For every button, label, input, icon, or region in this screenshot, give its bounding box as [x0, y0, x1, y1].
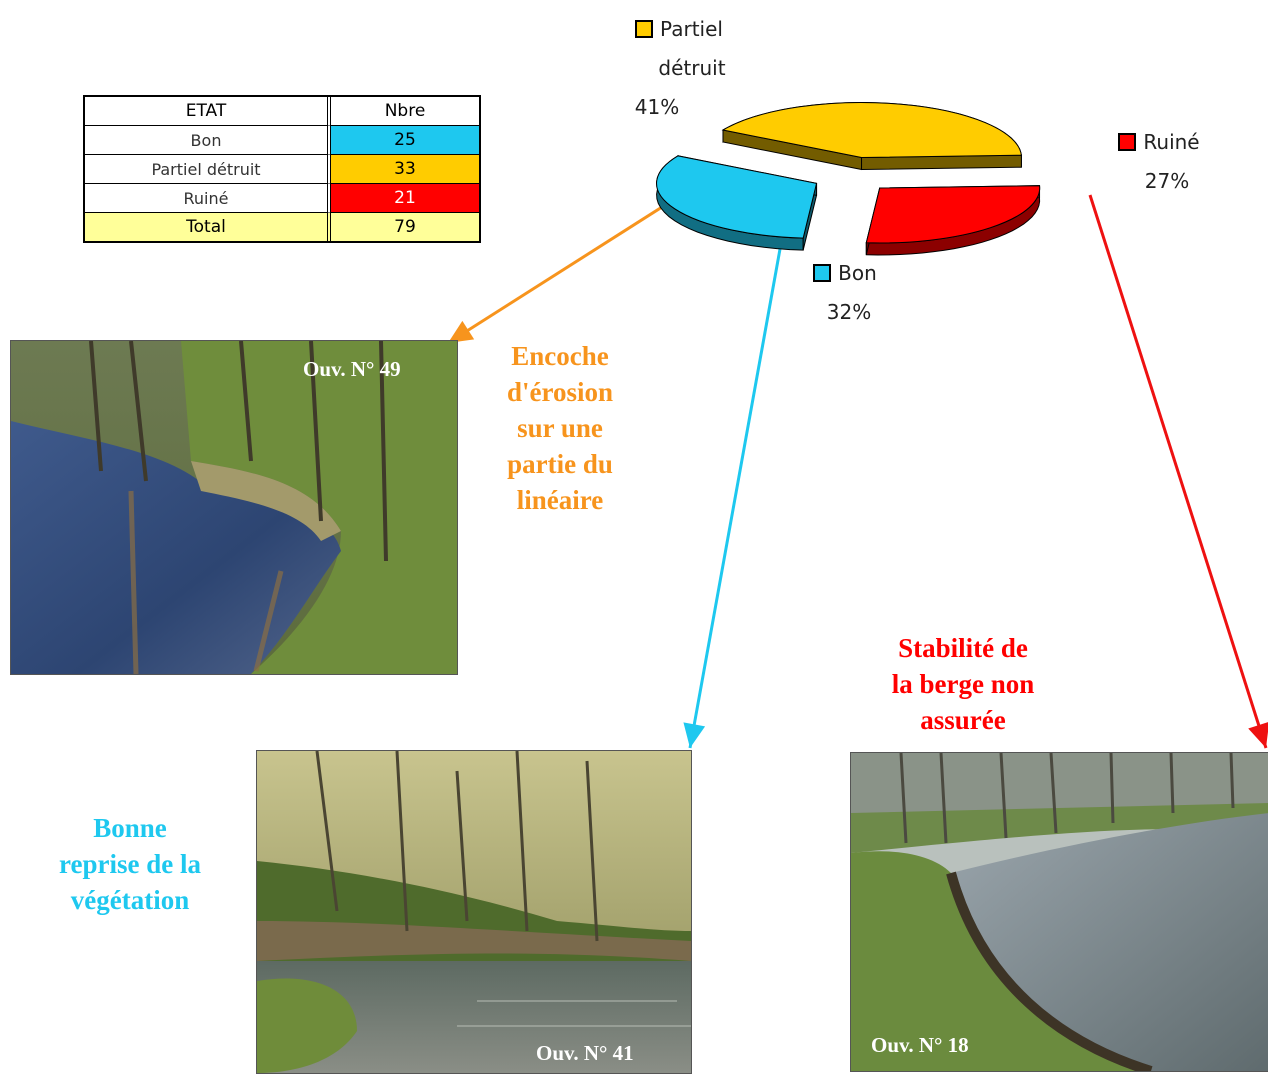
photo-ref-41: Ouv. N° 41 [536, 1041, 634, 1065]
caption-erosion-line: d'érosion [506, 377, 614, 407]
caption-stabilite-line: la berge non [891, 669, 1035, 699]
row-label-partiel: Partiel détruit [85, 155, 331, 184]
table-row: Bon 25 [85, 126, 479, 155]
row-label-bon: Bon [85, 126, 331, 155]
total-value: 79 [331, 213, 479, 241]
legend-partiel-line1: Partiel [660, 17, 723, 41]
arrow-bon [683, 237, 784, 749]
caption-vegetation-line: reprise de la [59, 849, 201, 879]
photo-ouvrage-41: Ouv. N° 41 [256, 750, 692, 1074]
caption-vegetation-line: végétation [70, 885, 190, 915]
photo-ouvrage-49: Ouv. N° 49 [10, 340, 458, 675]
photo-ref-18: Ouv. N° 18 [871, 1033, 969, 1057]
arrow-ruine [1088, 194, 1268, 749]
pie-slice-0 [721, 101, 1022, 171]
caption-erosion: Encoche d'érosion sur une partie du liné… [470, 338, 650, 518]
pie-slice-1 [865, 185, 1041, 256]
row-value-partiel: 33 [331, 155, 479, 184]
row-label-ruine: Ruiné [85, 184, 331, 213]
table-row: Partiel détruit 33 [85, 155, 479, 184]
legend-bon: Bon 32% [800, 254, 890, 332]
legend-partiel: Partiel détruit 41% [624, 10, 734, 127]
caption-stabilite-line: assurée [920, 705, 1006, 735]
legend-swatch-ruine [1118, 132, 1137, 151]
pie-slice-2 [656, 154, 818, 251]
header-nbre: Nbre [331, 97, 479, 126]
total-label: Total [85, 213, 331, 241]
summary-table: ETAT Nbre Bon 25 Partiel détruit 33 Ruin… [83, 95, 481, 243]
legend-partiel-line2: détruit [658, 56, 726, 80]
header-etat: ETAT [85, 97, 331, 126]
caption-vegetation-line: Bonne [93, 813, 167, 843]
caption-vegetation: Bonne reprise de la végétation [30, 810, 230, 918]
caption-stabilite-line: Stabilité de [898, 633, 1028, 663]
caption-erosion-line: sur une [517, 413, 603, 443]
arrow-partiel [447, 186, 693, 345]
caption-stabilite: Stabilité de la berge non assurée [858, 630, 1068, 738]
legend-ruine-label: Ruiné [1143, 130, 1200, 154]
photo-ouvrage-18: Ouv. N° 18 [850, 752, 1268, 1072]
legend-bon-pct: 32% [826, 300, 872, 324]
caption-erosion-line: Encoche [511, 341, 609, 371]
caption-erosion-line: partie du [507, 449, 613, 479]
legend-partiel-pct: 41% [634, 95, 680, 119]
table-total-row: Total 79 [85, 213, 479, 241]
photo-ref-49: Ouv. N° 49 [303, 357, 401, 381]
caption-erosion-line: linéaire [516, 485, 604, 515]
row-value-bon: 25 [331, 126, 479, 155]
row-value-ruine: 21 [331, 184, 479, 213]
legend-ruine: Ruiné 27% [1104, 123, 1214, 201]
legend-bon-label: Bon [838, 261, 877, 285]
legend-swatch-bon [813, 263, 832, 282]
legend-swatch-partiel [635, 19, 654, 38]
legend-ruine-pct: 27% [1144, 169, 1190, 193]
table-header-row: ETAT Nbre [85, 97, 479, 126]
table-row: Ruiné 21 [85, 184, 479, 213]
